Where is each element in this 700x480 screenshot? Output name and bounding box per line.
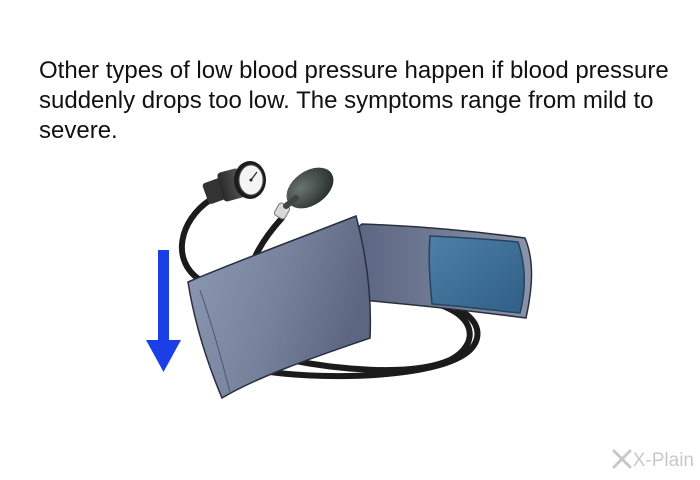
velcro-pad: [428, 235, 526, 314]
inflation-bulb: [273, 167, 334, 220]
caption-text: Other types of low blood pressure happen…: [39, 57, 669, 144]
xplain-x-icon: [612, 449, 632, 469]
logo-text: X-Plain: [632, 450, 694, 471]
down-arrow-icon: [146, 250, 181, 372]
pressure-gauge: [202, 161, 266, 204]
cuff-front: [187, 214, 372, 400]
xplain-logo: X-Plain: [611, 448, 694, 470]
